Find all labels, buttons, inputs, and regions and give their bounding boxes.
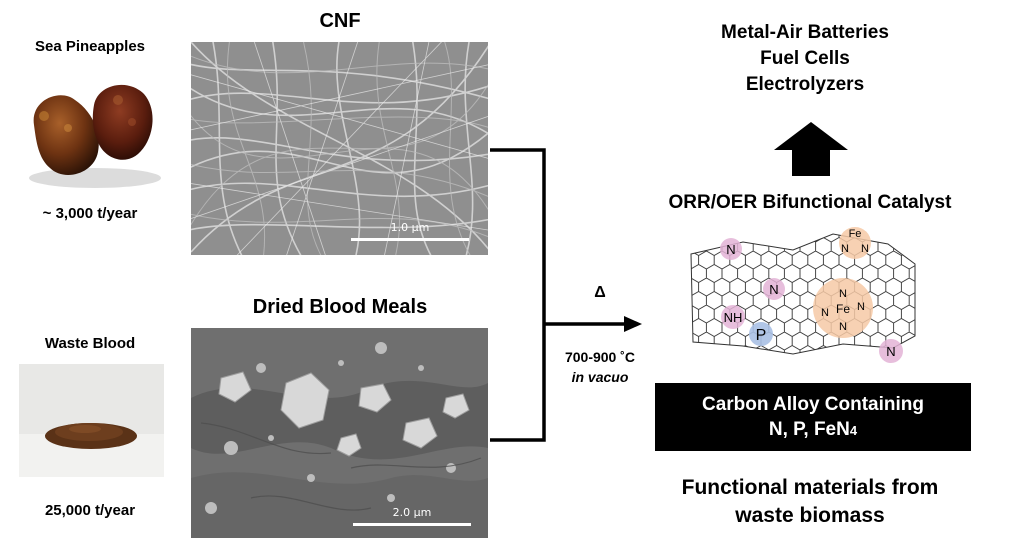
atom-label-fe2-n-right: N [857, 301, 865, 313]
atom-label-fe1: Fe [849, 228, 862, 240]
blood-meal-scale-bar: 2.0 μm [353, 506, 471, 526]
sea-pineapples-photo [29, 84, 161, 188]
up-arrow-icon [774, 122, 848, 176]
cnf-scale-label: 1.0 μm [390, 221, 430, 234]
footer-line2: waste biomass [735, 504, 885, 527]
atom-label-nh: NH [724, 310, 743, 325]
atom-label-n3: N [886, 344, 895, 359]
cnf-scale-line [351, 238, 469, 241]
atom-label-fe1-n-left: N [841, 243, 849, 255]
blood-meal-scale-line [353, 523, 471, 526]
atom-label-n2: N [769, 282, 778, 297]
condition-label: in vacuo [571, 369, 629, 385]
temperature-label: 700-900 ˚C [564, 349, 636, 365]
catalyst-title: ORR/OER Bifunctional Catalyst [668, 192, 952, 213]
cnf-title: CNF [319, 10, 361, 32]
carbon-alloy-structure: N N N NH P Fe N N Fe N N N N [690, 227, 916, 363]
sea-pineapples-title: Sea Pineapples [34, 38, 146, 55]
blood-meal-scale-label: 2.0 μm [392, 506, 432, 519]
waste-blood-photo [19, 364, 164, 477]
carbon-alloy-elements: N, P, FeN [768, 419, 850, 440]
bracket-line [490, 148, 546, 442]
carbon-alloy-box: Carbon Alloy Containing N, P, FeN4 [655, 383, 971, 451]
atom-label-fe2-n-bottom: N [839, 321, 847, 333]
application-fuel-cells: Fuel Cells [760, 48, 850, 69]
cnf-sem-image: 1.0 μm [191, 42, 488, 255]
carbon-alloy-line2: N, P, FeN4 [655, 417, 971, 443]
blood-meal-sem-image: 2.0 μm [191, 328, 488, 538]
process-arrow-head [624, 316, 642, 332]
application-electrolyzers: Electrolyzers [745, 74, 865, 95]
atom-label-fe2: Fe [836, 302, 850, 316]
carbon-alloy-line1: Carbon Alloy Containing [701, 394, 924, 415]
atom-label-p: P [756, 327, 767, 344]
blood-meal-title: Dried Blood Meals [252, 296, 428, 318]
blood-meal-texture [191, 328, 488, 538]
carbon-alloy-subscript: 4 [849, 423, 858, 438]
atom-label-fe2-n-top: N [839, 288, 847, 300]
heat-symbol: Δ [594, 284, 606, 301]
footer-caption: Functional materials from waste biomass [640, 474, 980, 530]
atom-label-fe2-n-left: N [821, 307, 829, 319]
cnf-scale-bar: 1.0 μm [351, 221, 469, 241]
atom-label-n1: N [726, 242, 735, 257]
cnf-fiber-texture [191, 42, 488, 255]
process-connector [490, 148, 642, 442]
atom-label-fe1-n-right: N [861, 243, 869, 255]
applications-list: Metal-Air Batteries Fuel Cells Electroly… [670, 20, 940, 98]
waste-blood-title: Waste Blood [44, 335, 136, 352]
application-metal-air-batteries: Metal-Air Batteries [721, 22, 889, 43]
sea-pineapples-amount: ~ 3,000 t/year [42, 205, 138, 222]
footer-line1: Functional materials from [681, 476, 939, 499]
waste-blood-amount: 25,000 t/year [44, 502, 136, 519]
